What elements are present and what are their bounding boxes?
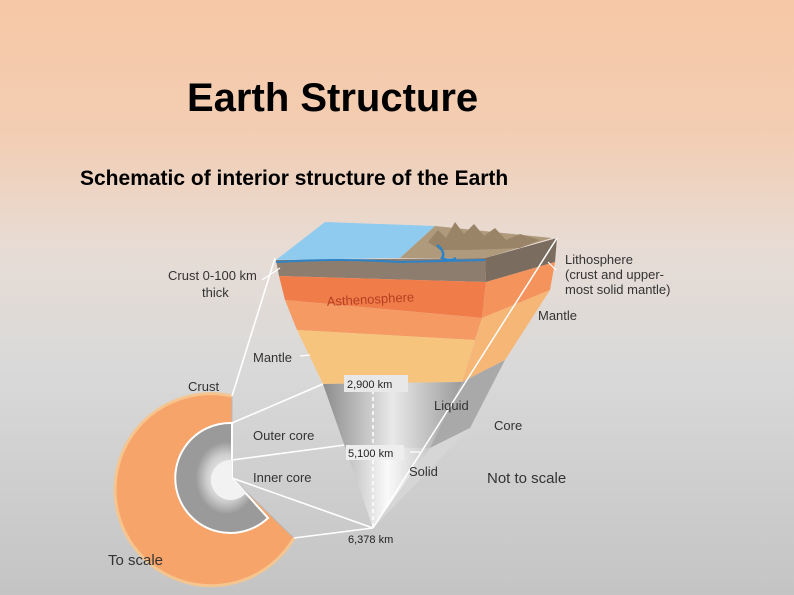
label-not-to-scale: Not to scale: [487, 470, 566, 487]
label-mantle-left: Mantle: [253, 350, 292, 365]
section-inner-core: [210, 459, 246, 500]
layer-lithosphere-front: [276, 258, 486, 282]
layer-inner-core-front: [345, 447, 430, 528]
label-lithosphere-2: (crust and upper-: [565, 267, 664, 282]
label-depth-6378: 6,378 km: [348, 534, 393, 546]
layer-lower-mantle-front: [297, 330, 475, 384]
label-core: Core: [494, 418, 522, 433]
wedge-side-lithosphere: [485, 238, 557, 282]
label-inner-core: Inner core: [253, 470, 312, 485]
label-crust: Crust: [188, 379, 219, 394]
leader-lines: [261, 261, 557, 453]
layer-outer-core-front: [323, 382, 462, 448]
layer-upper-mantle-front: [285, 300, 482, 340]
river: [436, 244, 457, 262]
label-outer-core: Outer core: [253, 428, 314, 443]
label-to-scale: To scale: [108, 552, 163, 569]
earth-wedge: [275, 222, 558, 529]
wedge-side-mantle: [462, 290, 550, 382]
wedge-side-outer-core: [430, 360, 505, 448]
label-mantle-right: Mantle: [538, 308, 577, 323]
label-crust-thickness-2: thick: [202, 285, 229, 300]
page-title: Earth Structure: [187, 76, 479, 120]
label-lithosphere-3: most solid mantle): [565, 282, 670, 297]
connector-lines: [231, 257, 374, 539]
page-subtitle: Schematic of interior structure of the E…: [80, 167, 509, 190]
label-solid: Solid: [409, 464, 438, 479]
to-scale-section: [113, 392, 296, 588]
label-lithosphere: Lithosphere: [565, 252, 633, 267]
mountain-range: [428, 222, 540, 250]
wedge-side-inner-core: [373, 428, 470, 528]
wedge-side-asthenosphere: [482, 262, 555, 318]
label-liquid: Liquid: [434, 398, 469, 413]
label-depth-2900: 2,900 km: [347, 379, 392, 391]
label-asthenosphere: Asthenosphere: [326, 289, 414, 309]
label-crust-thickness: Crust 0-100 km: [168, 268, 257, 283]
layer-asthenosphere-front: [279, 276, 486, 318]
ocean-surface: [276, 222, 435, 260]
label-depth-5100: 5,100 km: [348, 448, 393, 460]
section-crust-ring: [113, 392, 296, 588]
